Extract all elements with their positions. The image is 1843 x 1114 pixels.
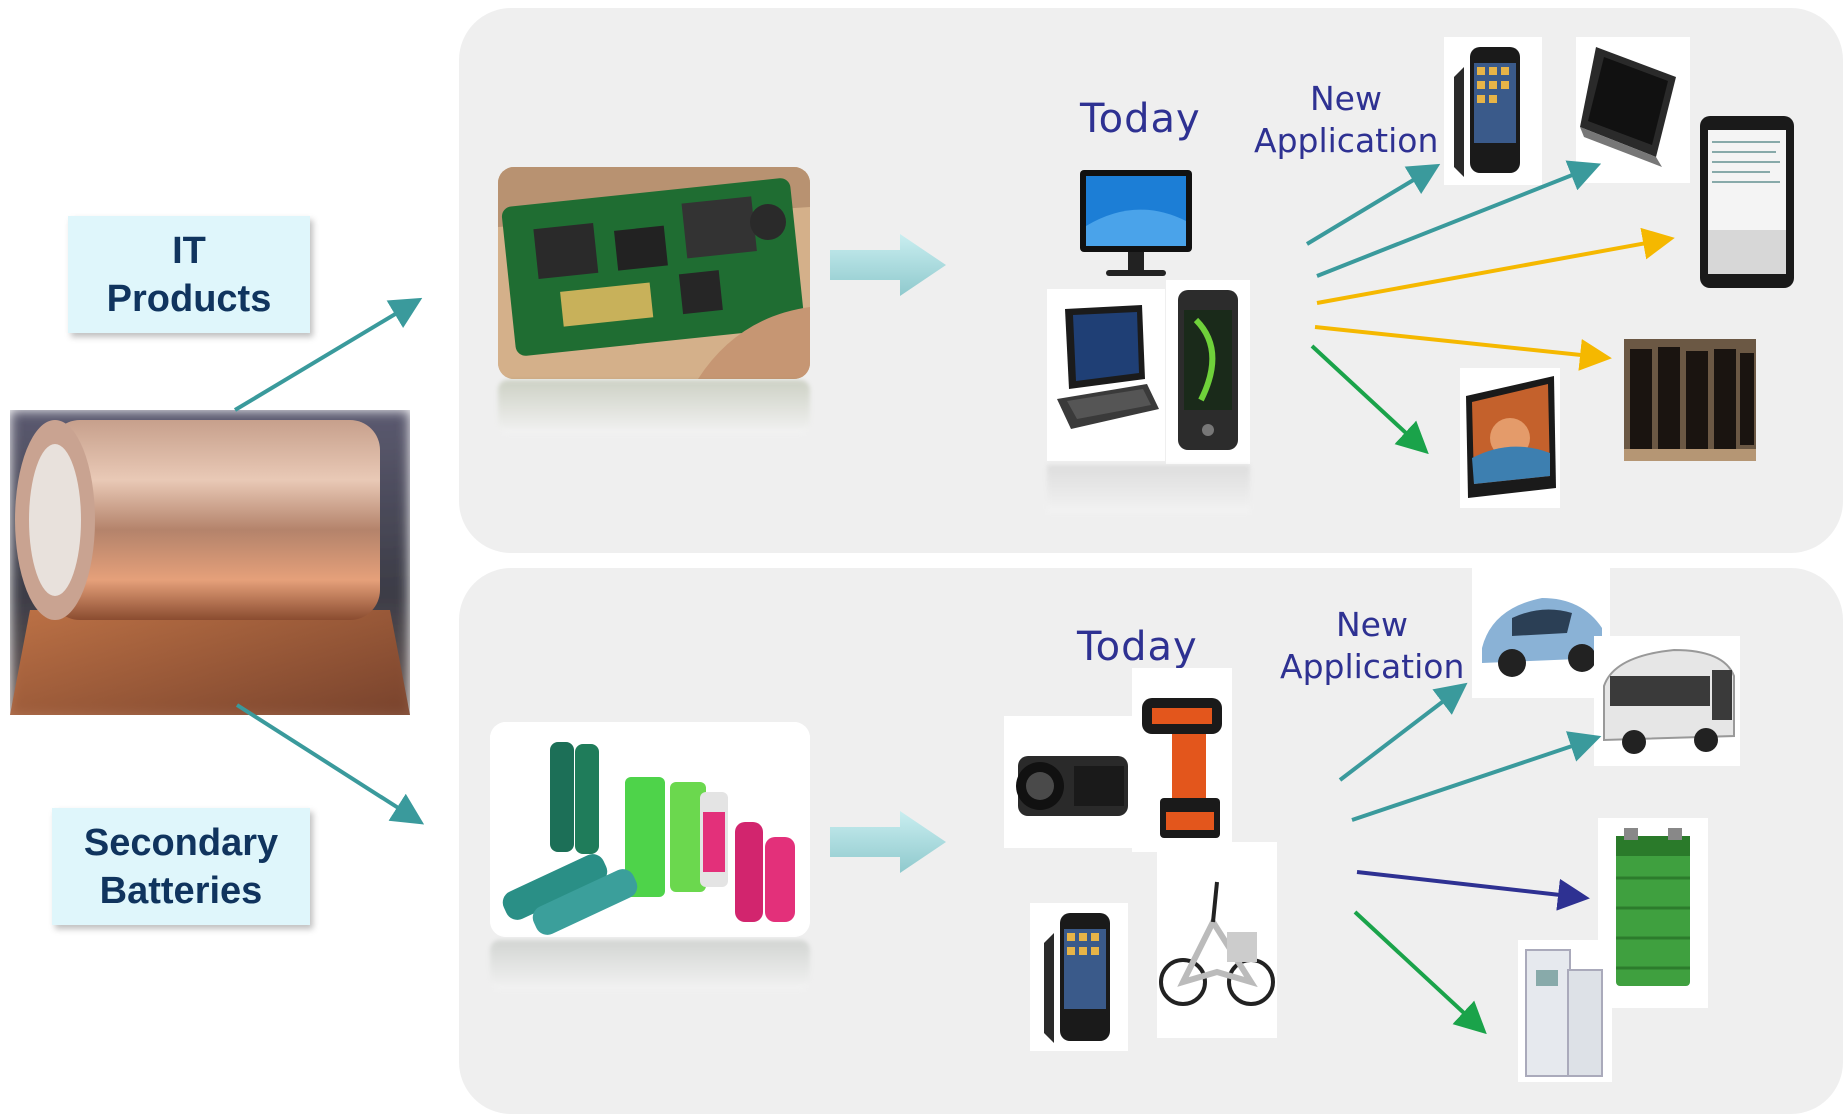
arrow-to-server [1314,325,1612,371]
bottom-today-label: Today [1077,624,1198,670]
monitor-image [1076,166,1196,282]
camcorder-image [1004,716,1132,848]
it-products-line2: Products [106,277,272,320]
arrow-to-tablet-pc [1316,160,1602,278]
car-image [1472,568,1610,698]
laptop-image [1047,289,1165,461]
power-drill-image [1132,668,1232,852]
ups-cabinet-image [1518,940,1612,1082]
it-products-label: IT Products [68,216,310,333]
arrow-to-tv [1310,344,1429,455]
big-arrow-top [830,234,946,296]
electric-bicycle-image [1157,842,1277,1038]
top-new-application-label: New Application [1254,78,1438,162]
secondary-batteries-label: Secondary Batteries [52,808,310,925]
battery-cells-image [490,722,810,937]
bottom-new-application-label: New Application [1280,604,1464,688]
secondary-batteries-line1: Secondary [83,821,279,864]
arrow-roll-to-it [233,297,423,412]
circuit-board-reflection [498,380,810,434]
arrow-to-bus [1351,731,1602,822]
ipad-image [1696,112,1798,292]
it-products-line1: IT [172,229,206,272]
battery-pack-image [1598,818,1708,1008]
bottom-new-application-line1: New [1336,605,1408,644]
bottom-new-application-line2: Application [1280,647,1465,686]
arrow-to-battery-pack [1356,870,1590,911]
server-rack-image [1624,339,1756,461]
arrow-to-iphone [1305,163,1441,246]
copper-foil-roll-image [10,410,410,715]
secondary-batteries-line2: Batteries [99,869,263,912]
bus-image [1594,636,1740,766]
flat-tv-image [1460,368,1560,508]
arrow-to-car [1338,682,1468,782]
arrow-to-ups [1353,910,1487,1035]
arrow-roll-to-batteries [235,703,425,825]
smartphone-image [1166,280,1250,464]
big-arrow-bottom [830,811,946,873]
today-devices-reflection [1047,465,1250,513]
top-new-application-line1: New [1310,79,1382,118]
battery-cells-reflection [490,940,810,990]
arrow-to-ipad [1316,227,1675,305]
bottom-iphone-image [1030,903,1128,1051]
top-new-application-line2: Application [1254,121,1439,160]
tablet-pc-image [1576,37,1690,183]
iphone-image [1444,37,1542,185]
top-today-label: Today [1080,96,1201,142]
circuit-board-image [498,167,810,379]
